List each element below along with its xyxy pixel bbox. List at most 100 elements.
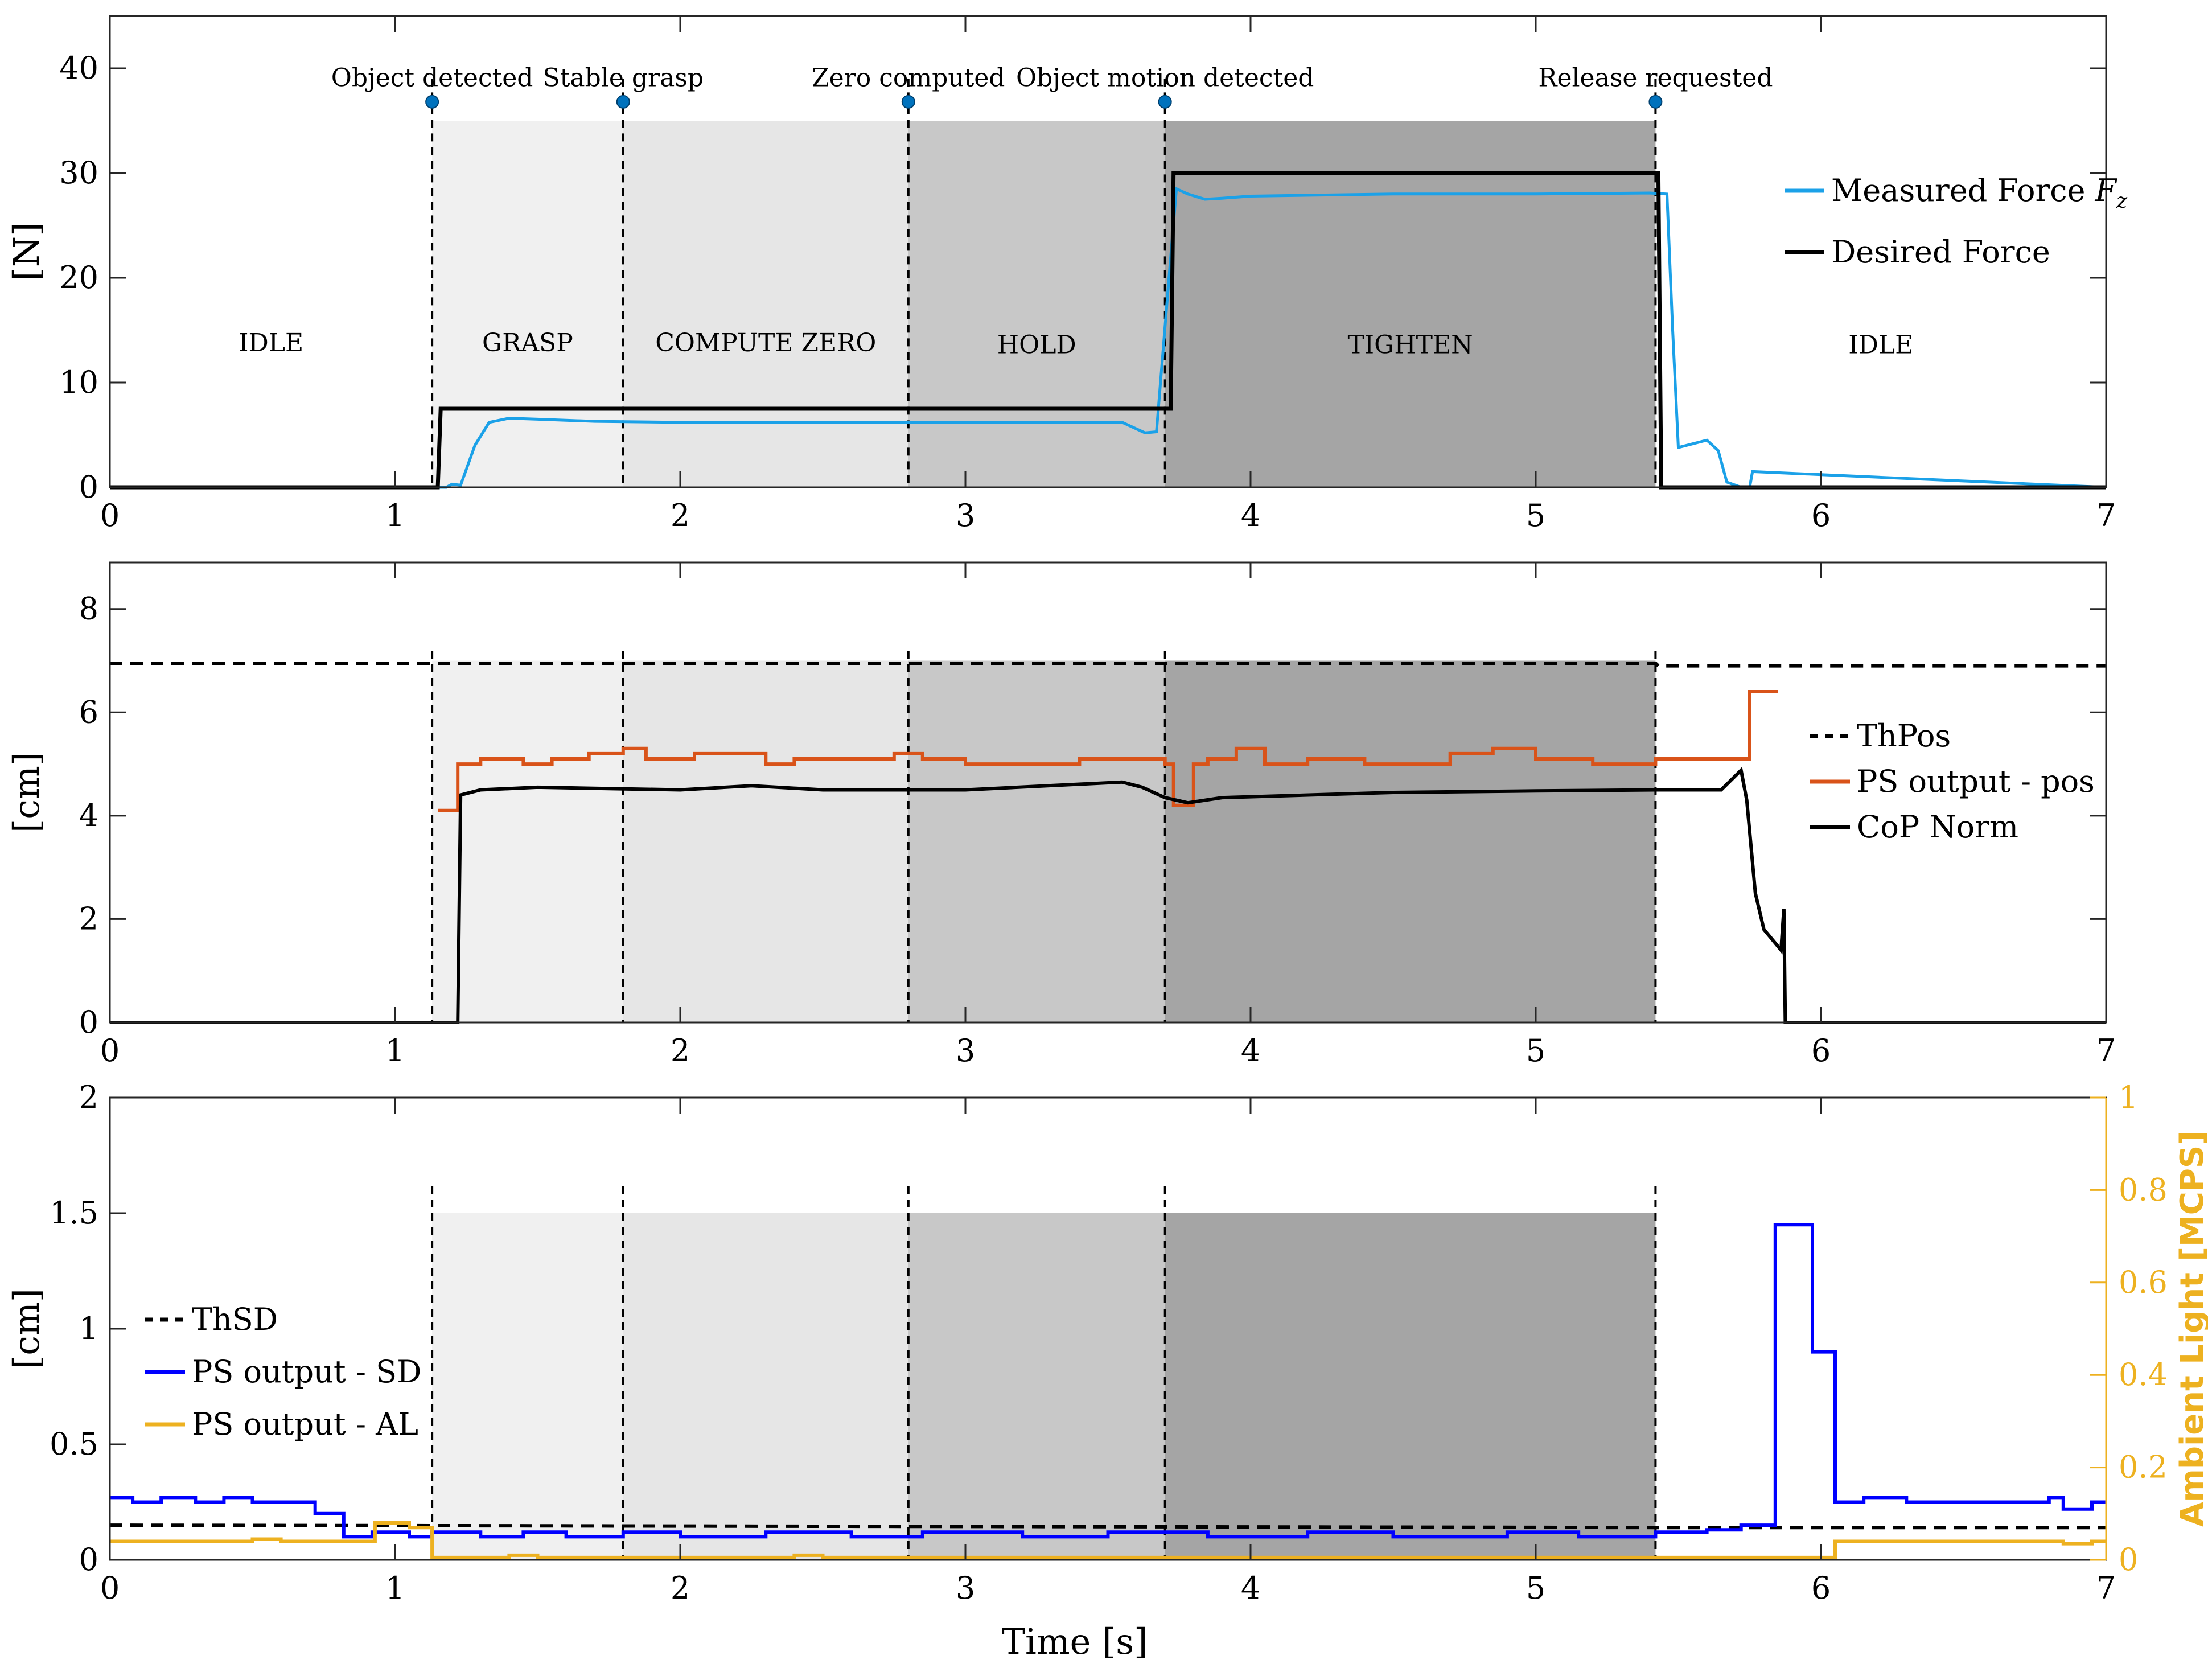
y-tick-label: 8: [79, 591, 98, 627]
phase-shade-tighten: [1165, 121, 1656, 487]
series-thsd: [109, 1523, 2106, 1530]
y-tick-label: 2: [79, 901, 98, 936]
y-tick-label: 6: [79, 694, 98, 730]
event-label-1: Stable grasp: [543, 63, 704, 92]
phase-shade-compute-zero: [623, 1213, 908, 1560]
y-tick-label: 30: [59, 155, 98, 191]
position-panel: 0 1 2 3 4 5 6 7 0 2 4 6 8 [cm] ThPos PS output - posCoP…: [6, 561, 2116, 1069]
phase-label-1: GRASP: [482, 328, 573, 358]
series-ps-output-pos: [438, 690, 1778, 812]
phase-shade-hold: [908, 660, 1165, 1022]
y-tick-label: 0: [79, 1004, 98, 1040]
event-marker-0: [425, 95, 439, 109]
x-tick-label: 1: [385, 498, 405, 533]
y-tick-right-label: 0.6: [2119, 1264, 2168, 1300]
y-tick-right-label: 0.8: [2119, 1172, 2168, 1207]
x-tick-label: 2: [671, 498, 690, 533]
series-ps-output-sd: [110, 1223, 2106, 1539]
phase-shade-grasp: [432, 660, 623, 1022]
x-tick-label: 5: [1526, 498, 1545, 533]
x-tick-label: 0: [100, 1570, 120, 1606]
phase-label-4: TIGHTEN: [1347, 330, 1473, 359]
phase-shade-compute-zero: [623, 660, 908, 1022]
legend-entry-0: ThPos: [1857, 718, 1951, 754]
y-axis-label: [N]: [6, 223, 47, 281]
x-tick-label: 7: [2096, 498, 2116, 533]
x-tick-label: 3: [956, 1570, 975, 1606]
x-tick-label: 3: [956, 1033, 975, 1069]
phase-label-3: HOLD: [997, 330, 1076, 359]
x-tick-label: 2: [671, 1570, 690, 1606]
x-tick-label: 1: [385, 1033, 405, 1069]
x-tick-label: 6: [1811, 1570, 1831, 1606]
y-tick-right-label: 1: [2119, 1079, 2138, 1115]
x-tick-label: 6: [1811, 1033, 1831, 1069]
y-axis-label: [cm]: [6, 1288, 47, 1369]
series-ps-output-al: [110, 1521, 2106, 1559]
phase-shade-hold: [908, 1213, 1165, 1560]
y-tick-right-label: 0.2: [2119, 1449, 2168, 1485]
x-tick-label: 4: [1241, 1570, 1260, 1606]
phase-shade-tighten: [1165, 1213, 1656, 1560]
y-axis-label: [cm]: [6, 752, 47, 833]
legend-entry-1: PS output - pos: [1857, 763, 2095, 799]
phase-shade-tighten: [1165, 660, 1656, 1022]
y-tick-label: 1: [79, 1311, 98, 1346]
event-label-4: Release requested: [1538, 63, 1773, 92]
x-tick-label: 5: [1526, 1033, 1545, 1069]
series-desired-force: [110, 171, 2106, 490]
force-panel: Object detected Stable grasp Zero computed…: [6, 15, 2128, 533]
event-label-2: Zero computed: [812, 63, 1005, 92]
legend-entry-2: PS output - AL: [192, 1406, 418, 1442]
y-tick-label: 40: [59, 50, 98, 86]
legend-entry-1: PS output - SD: [192, 1354, 421, 1390]
x-tick-label: 0: [100, 1033, 120, 1069]
x-tick-label: 2: [671, 1033, 690, 1069]
x-tick-label: 1: [385, 1570, 405, 1606]
event-marker-2: [901, 95, 915, 109]
y-tick-label: 0: [79, 1542, 98, 1578]
y-tick-right-label: 0.4: [2119, 1357, 2168, 1393]
event-label-0: Object detected: [331, 63, 533, 92]
event-marker-3: [1158, 95, 1172, 109]
legend-entry-2: CoP Norm: [1857, 809, 2018, 845]
legend-entry-0: Measured Force Fz: [1831, 172, 2128, 213]
event-marker-1: [616, 95, 630, 109]
phase-shade-compute-zero: [623, 121, 908, 487]
x-axis-label: Time [s]: [1002, 1621, 1148, 1662]
x-tick-label: 0: [100, 498, 120, 533]
y-tick-label: 4: [79, 798, 98, 833]
phase-shade-grasp: [432, 1213, 623, 1560]
x-tick-label: 7: [2096, 1033, 2116, 1069]
y-tick-label: 1.5: [50, 1195, 98, 1231]
y-tick-label: 20: [59, 260, 98, 295]
series-cop-norm: [110, 766, 2106, 1024]
event-label-3: Object motion detected: [1016, 63, 1314, 92]
phase-shade-grasp: [432, 121, 623, 487]
y-tick-label: 2: [79, 1079, 98, 1115]
legend-entry-1: Desired Force: [1831, 234, 2050, 270]
y-tick-label: 0: [79, 469, 98, 505]
x-tick-label: 5: [1526, 1570, 1545, 1606]
series-measured-force-f-z: [110, 186, 2107, 489]
x-tick-label: 4: [1241, 1033, 1260, 1069]
phase-label-0: IDLE: [239, 328, 303, 358]
axes-box: [109, 561, 2107, 1024]
axes-box: [109, 15, 2107, 488]
phase-label-5: IDLE: [1848, 330, 1913, 359]
y-tick-right-label: 0: [2119, 1542, 2138, 1578]
y-tick-label: 0.5: [50, 1426, 98, 1462]
series-thpos: [110, 662, 2106, 668]
legend-entry-0: ThSD: [192, 1301, 278, 1337]
x-tick-label: 3: [956, 498, 975, 533]
phase-shade-hold: [908, 121, 1165, 487]
event-marker-4: [1648, 95, 1663, 109]
y-tick-label: 10: [59, 364, 98, 400]
x-tick-label: 7: [2096, 1570, 2116, 1606]
y-axis-label-right: Ambient Light [MCPS]: [2174, 1131, 2208, 1527]
x-tick-label: 4: [1241, 498, 1260, 533]
phase-label-2: COMPUTE ZERO: [655, 328, 876, 358]
x-tick-label: 6: [1811, 498, 1831, 533]
